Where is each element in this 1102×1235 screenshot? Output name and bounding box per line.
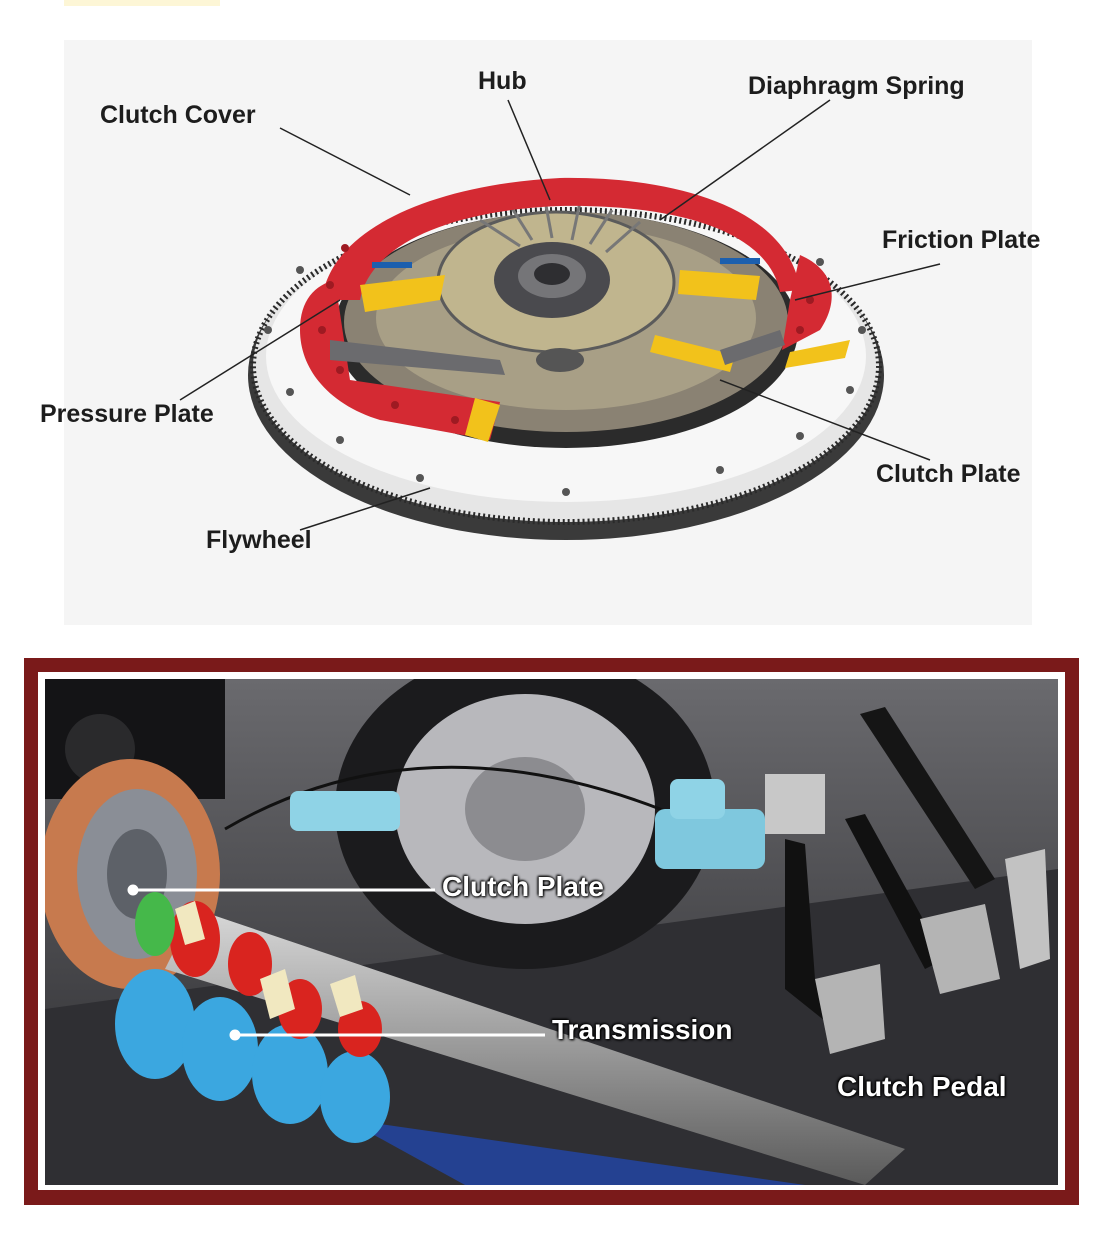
label-clutch-plate-top: Clutch Plate	[876, 460, 1021, 488]
label-flywheel: Flywheel	[206, 526, 312, 554]
label-friction-plate: Friction Plate	[882, 226, 1041, 254]
label-transmission: Transmission	[552, 1014, 733, 1045]
drivetrain-illustration	[45, 679, 1058, 1185]
drivetrain-scene: Clutch Plate Transmission Clutch Pedal	[45, 679, 1058, 1185]
label-pressure-plate: Pressure Plate	[40, 400, 214, 428]
label-clutch-cover: Clutch Cover	[100, 101, 256, 129]
clutch-cutaway-illustration	[179, 99, 941, 540]
label-diaphragm-spring: Diaphragm Spring	[748, 72, 965, 100]
top-accent-strip	[64, 0, 220, 6]
label-clutch-plate-bottom: Clutch Plate	[442, 871, 604, 902]
label-hub: Hub	[478, 67, 527, 95]
label-clutch-pedal: Clutch Pedal	[837, 1071, 1007, 1102]
